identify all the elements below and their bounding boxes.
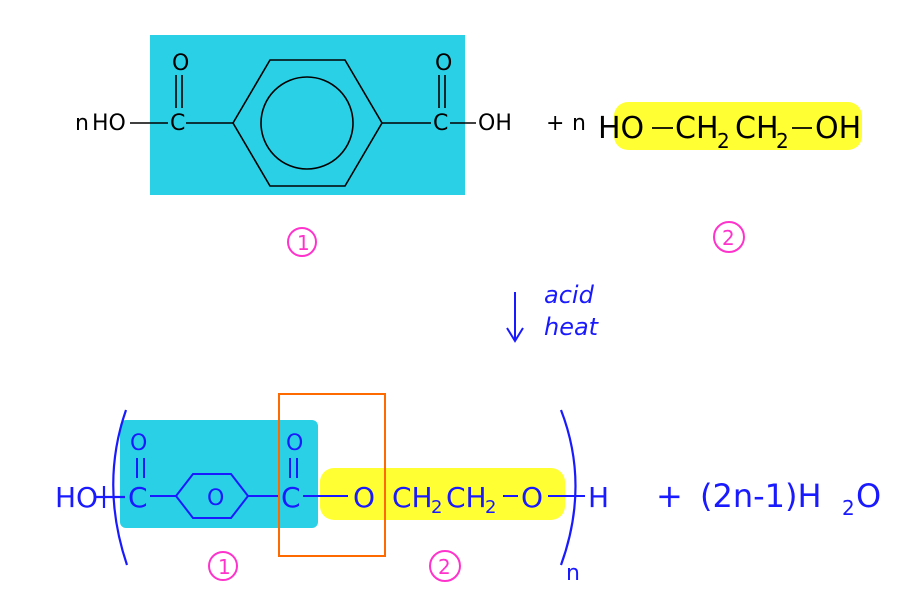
svg-text:2: 2 — [438, 555, 451, 579]
product-h: H — [588, 481, 609, 514]
svg-text:1: 1 — [297, 231, 310, 255]
product-carbon-2: C — [281, 481, 301, 514]
label-2: 2 — [713, 221, 745, 253]
product-polymer: HO C O O C O O CH 2 CH 2 O H n — [55, 431, 609, 586]
product-sub2-2: 2 — [485, 497, 496, 518]
reaction-arrow — [506, 292, 524, 343]
reactant-plus: + n — [546, 111, 586, 136]
glycol-ch-2: CH — [735, 111, 779, 146]
terephthalic-bonds — [130, 59, 476, 187]
svg-text:2: 2 — [722, 226, 735, 250]
product-label-1: 1 — [208, 551, 238, 581]
product-brackets — [96, 409, 577, 566]
product-plus: + — [656, 477, 683, 515]
product-ch-2: CH — [446, 481, 487, 514]
condition-acid: acid — [544, 281, 595, 309]
coefficient-n: n — [75, 111, 89, 136]
monomer1-highlight — [150, 35, 465, 195]
product-ester-oxygen: O — [353, 481, 375, 514]
terephthalic-acid: n HO C O C O OH — [75, 51, 512, 136]
label-1: 1 — [287, 227, 317, 257]
coefficient-n-2: n — [572, 111, 586, 136]
ester-linkage-box — [278, 393, 386, 557]
carbonyl-oxygen-right: O — [435, 51, 452, 76]
glycol-ch: CH — [675, 111, 719, 146]
water-byproduct: + (2n-1)H 2 O — [656, 477, 881, 520]
carbonyl-oxygen-left: O — [172, 51, 189, 76]
ethylene-glycol: HO CH 2 CH 2 OH — [598, 111, 861, 153]
product-ring: O — [207, 486, 224, 511]
hydroxyl-right: OH — [478, 111, 512, 136]
glycol-oh: OH — [815, 111, 861, 146]
product-ch: CH — [392, 481, 433, 514]
product-subscript-n: n — [566, 561, 580, 586]
product-label-2: 2 — [429, 550, 461, 582]
product-oxygen-3: O — [521, 481, 543, 514]
carbonyl-carbon-right: C — [433, 111, 448, 136]
product-oxygen-2: O — [286, 431, 303, 456]
product-bonds — [136, 458, 585, 519]
svg-text:1: 1 — [218, 555, 231, 579]
water-oxygen: O — [856, 477, 881, 515]
carbonyl-carbon-left: C — [170, 111, 185, 136]
water-subscript: 2 — [842, 496, 855, 520]
glycol-sub2: 2 — [717, 129, 730, 153]
product-unit2-highlight — [320, 468, 565, 520]
glycol-sub2-2: 2 — [776, 129, 789, 153]
glycol-ho: HO — [598, 111, 644, 146]
reaction-conditions: acid heat — [544, 281, 600, 341]
hydroxyl-left: HO — [92, 111, 126, 136]
product-sub2: 2 — [431, 497, 442, 518]
water-coefficient: (2n-1)H — [700, 477, 822, 515]
plus-sign: + — [546, 111, 564, 136]
monomer2-highlight — [614, 102, 862, 150]
product-ho: HO — [55, 481, 98, 514]
product-oxygen-1: O — [130, 431, 147, 456]
condition-heat: heat — [544, 313, 600, 341]
product-carbon-1: C — [128, 481, 148, 514]
